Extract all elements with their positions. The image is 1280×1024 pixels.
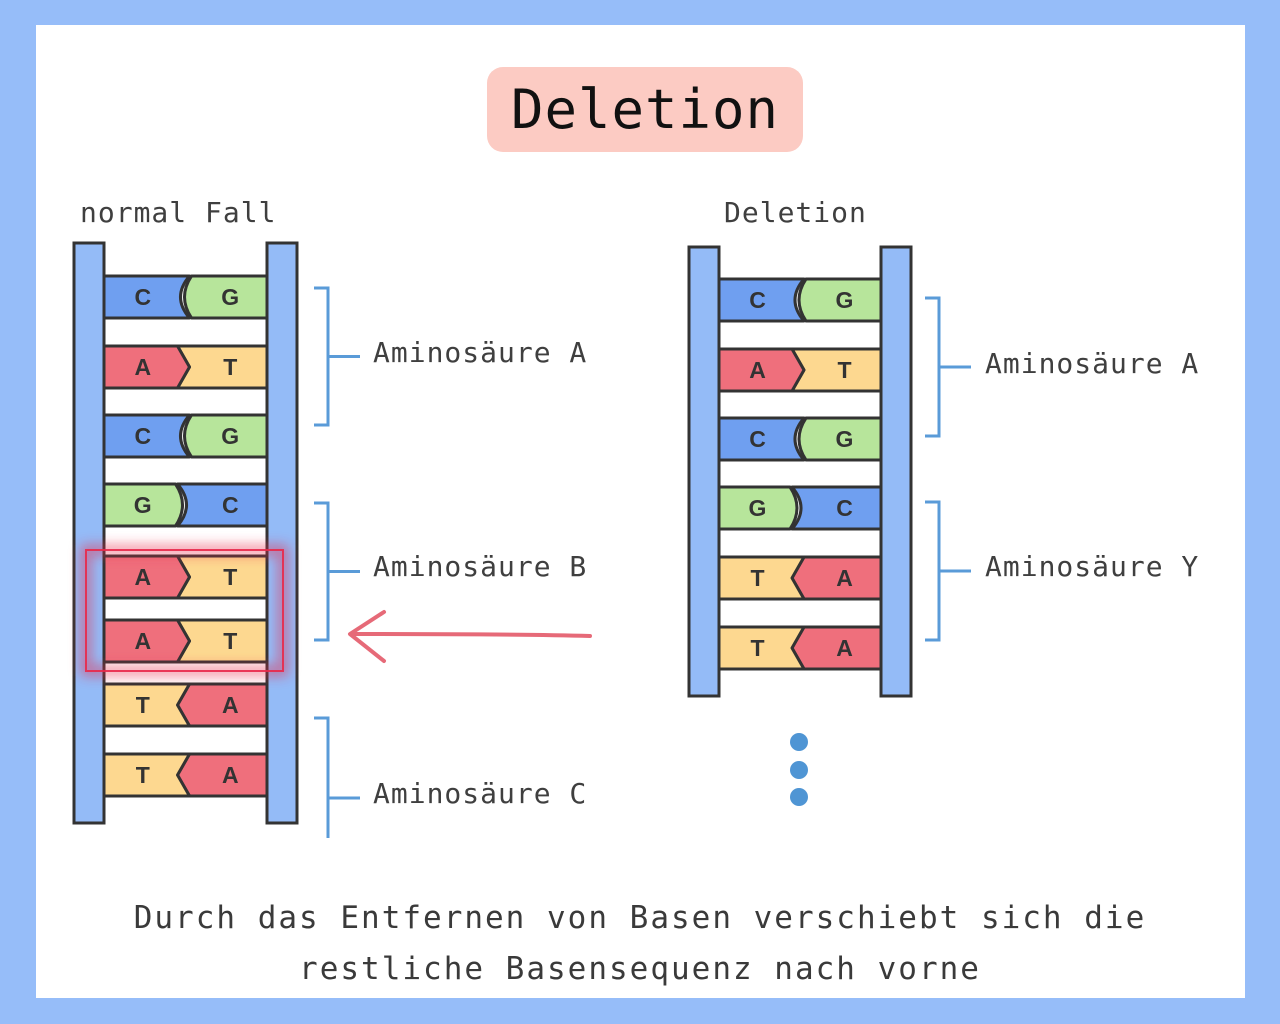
right-base-right-label-3: G xyxy=(836,426,854,452)
caption-line-2: restliche Basensequenz nach vorne xyxy=(299,951,981,987)
right-bracket-1 xyxy=(925,296,971,438)
page-title: Deletion xyxy=(510,78,780,141)
left-bracket-1 xyxy=(314,286,360,427)
left-group-label-1: Aminosäure A xyxy=(373,336,588,369)
right-base-left-label-6: T xyxy=(750,635,764,661)
left-base-left-label-8: T xyxy=(136,762,150,788)
left-base-left-label-5: A xyxy=(134,564,151,590)
right-heading: Deletion xyxy=(724,196,867,229)
left-base-right-4 xyxy=(176,482,269,528)
left-base-left-label-3: C xyxy=(134,423,151,449)
right-base-left-3 xyxy=(717,416,806,462)
right-group-label-1: Aminosäure A xyxy=(985,347,1200,380)
left-heading: normal Fall xyxy=(80,196,277,229)
left-base-left-3 xyxy=(102,413,191,459)
right-base-right-label-2: T xyxy=(837,357,851,383)
left-bracket-3 xyxy=(314,716,360,838)
shift-arrow-shaft xyxy=(350,632,592,638)
left-base-left-1 xyxy=(102,274,191,320)
right-base-right-3 xyxy=(797,416,883,462)
left-base-right-label-7: A xyxy=(222,692,239,718)
left-base-left-label-4: G xyxy=(134,492,152,518)
continuation-dot-3 xyxy=(790,788,808,806)
left-base-right-label-3: G xyxy=(221,423,239,449)
right-base-left-1 xyxy=(717,277,806,323)
left-base-right-label-1: G xyxy=(221,284,239,310)
continuation-dot-2 xyxy=(790,761,808,779)
left-base-left-label-1: C xyxy=(134,284,151,310)
left-base-right-label-8: A xyxy=(222,762,239,788)
left-bracket-2 xyxy=(314,501,360,642)
right-backbone-right xyxy=(879,245,913,698)
right-base-left-label-2: A xyxy=(749,357,766,383)
right-base-right-label-6: A xyxy=(836,635,853,661)
deletion-highlight xyxy=(85,549,284,672)
right-base-right-label-5: A xyxy=(836,565,853,591)
left-base-right-1 xyxy=(183,274,269,320)
left-base-right-label-2: T xyxy=(223,354,237,380)
left-group-label-2: Aminosäure B xyxy=(373,550,588,583)
left-backbone-left xyxy=(72,241,106,825)
right-backbone-left xyxy=(687,245,721,698)
right-base-right-label-4: C xyxy=(836,495,853,521)
right-group-label-2: Aminosäure Y xyxy=(985,550,1200,583)
right-base-left-label-3: C xyxy=(749,426,766,452)
left-base-right-label-4: C xyxy=(222,492,239,518)
right-bracket-2 xyxy=(925,500,971,642)
left-base-right-3 xyxy=(183,413,269,459)
left-base-left-label-2: A xyxy=(134,354,151,380)
left-base-left-4 xyxy=(102,482,184,528)
right-base-left-label-5: T xyxy=(750,565,764,591)
right-base-right-1 xyxy=(797,277,883,323)
left-base-right-label-6: T xyxy=(223,628,237,654)
title-badge: Deletion xyxy=(487,67,803,152)
right-base-left-label-4: G xyxy=(749,495,767,521)
left-base-right-label-5: T xyxy=(223,564,237,590)
right-base-right-4 xyxy=(790,485,883,531)
continuation-dot-1 xyxy=(790,733,808,751)
left-base-left-label-7: T xyxy=(136,692,150,718)
right-base-left-4 xyxy=(717,485,799,531)
left-backbone-right xyxy=(265,241,299,825)
left-group-label-3: Aminosäure C xyxy=(373,777,588,810)
left-base-left-label-6: A xyxy=(134,628,151,654)
right-base-left-label-1: C xyxy=(749,287,766,313)
caption-line-1: Durch das Entfernen von Basen verschiebt… xyxy=(133,900,1147,936)
shift-arrow-head xyxy=(348,610,386,663)
right-base-right-label-1: G xyxy=(836,287,854,313)
